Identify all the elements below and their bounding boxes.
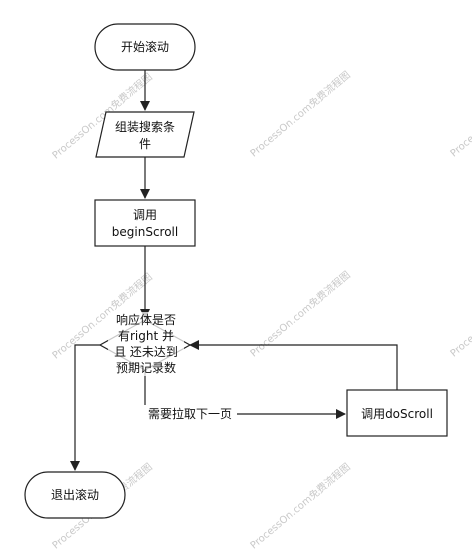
edge-label-next-page: 需要拉取下一页 [148, 406, 232, 421]
begin-scroll-node [94, 199, 196, 247]
edge-label-bg [143, 405, 237, 422]
decision-label-line3: 且 还未达到 [114, 345, 178, 359]
assemble-node-label-line2: 件 [139, 137, 151, 151]
do-scroll-label: 调用doScroll [361, 407, 433, 421]
decision-label-line1: 响应体是否 [116, 312, 176, 327]
end-node [24, 471, 126, 519]
start-node-label: 开始滚动 [121, 39, 169, 54]
begin-scroll-label-line1: 调用 [133, 208, 157, 222]
decision-label-bg [108, 312, 184, 376]
end-node-label: 退出滚动 [51, 487, 99, 502]
assemble-node-label-line1: 组装搜索条 [115, 119, 175, 134]
edge-doscroll-back-to-decision [189, 340, 398, 390]
decision-label-line4: 预期记录数 [116, 360, 176, 375]
start-node [94, 23, 196, 71]
assemble-node [95, 111, 195, 158]
do-scroll-node [346, 389, 448, 437]
edge-decision-to-end [70, 344, 100, 471]
decision-label-line2: 有right 并 [118, 329, 174, 343]
begin-scroll-label-line2: beginScroll [112, 225, 178, 239]
